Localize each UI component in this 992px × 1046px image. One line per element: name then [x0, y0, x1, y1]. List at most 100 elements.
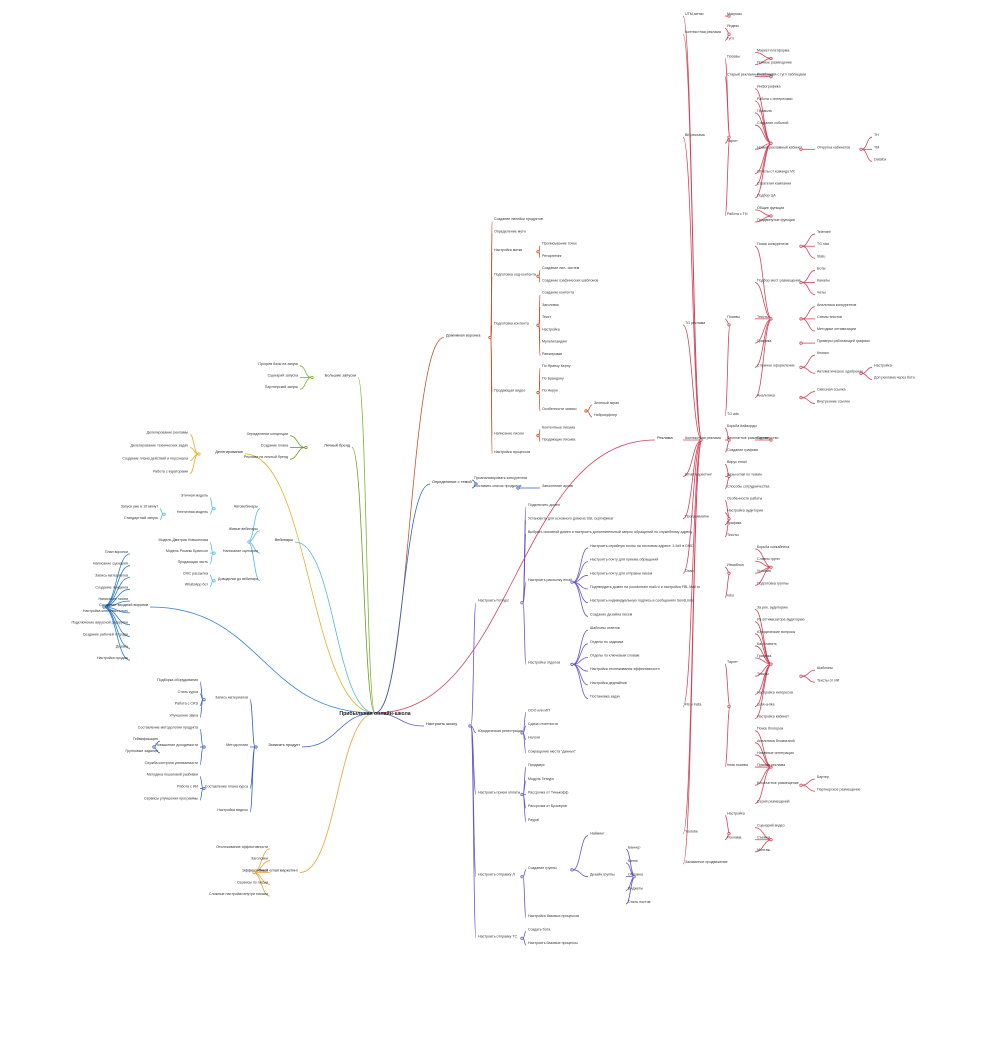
node-работа-с-кураторами-189[interactable]: Работа с кураторами	[153, 470, 188, 474]
node-мультиландинг-117[interactable]: Мультиландинг	[542, 340, 568, 344]
collapse-toggle[interactable]	[769, 214, 773, 218]
node-графика-65[interactable]: Графика	[727, 521, 741, 525]
node-прописывание-точек-107[interactable]: Прописывание точек	[542, 242, 577, 246]
node-юридические-вопросы-78[interactable]: Юридические вопросы	[757, 630, 796, 634]
node-служба-контроля-успеваемости-226[interactable]: Служба контроля успеваемости	[145, 761, 198, 765]
node-меню-169[interactable]: Меню	[628, 859, 638, 863]
node-написание-писем-126[interactable]: Написание писем	[494, 432, 524, 436]
collapse-toggle[interactable]	[632, 875, 636, 879]
node-подключение-вирусной-раскрут-211[interactable]: Подключение вирусной раскрутки	[71, 621, 128, 625]
node-базы-email-по-темам-60[interactable]: Базы email по темам	[727, 472, 762, 476]
collapse-toggle[interactable]	[799, 341, 803, 345]
node-продамус-159[interactable]: Продамус	[528, 763, 545, 767]
node-программатик-62[interactable]: Программатик	[685, 515, 709, 519]
node-создание-плана-183[interactable]: Создание плана	[261, 444, 288, 448]
node-серия-размещений-95[interactable]: Серия размещений	[757, 799, 790, 803]
collapse-toggle[interactable]	[799, 396, 803, 400]
node-контентные-письма-127[interactable]: Контентные письма	[542, 425, 575, 429]
node-реклама-0[interactable]: Реклама	[657, 435, 673, 440]
node-стиль-постов-172[interactable]: Стиль постов	[628, 900, 651, 904]
node-прогрев-базы-на-запуск-178[interactable]: Прогрев базы на запуск	[258, 362, 298, 366]
node-схемы-текстов-40[interactable]: Схемы текстов	[817, 315, 842, 319]
node-продающая-видео-119[interactable]: Продающая видео	[494, 389, 525, 393]
node-стратегия-кампании-23[interactable]: Стратегия кампании	[757, 182, 791, 186]
node-съемка-100[interactable]: Съемка	[757, 836, 770, 840]
node-работа-с-crs-219[interactable]: Работа с CRS	[175, 702, 199, 706]
node-подготовка-оод-контента-109[interactable]: Подготовка оод-контента	[494, 272, 536, 276]
collapse-toggle[interactable]	[516, 486, 520, 490]
node-определение-с-темой-130[interactable]: Определение с темой	[432, 479, 472, 484]
node-текст-115[interactable]: Текст	[542, 315, 551, 319]
node-партнерское-размещение-94[interactable]: Партнерское размещение	[817, 787, 861, 791]
node-создание-рабочей-тетради-212[interactable]: Создание рабочей тетради	[83, 633, 128, 637]
node-найминг-166[interactable]: Найминг	[590, 832, 605, 836]
collapse-toggle[interactable]	[474, 482, 478, 486]
node-текст-235[interactable]: Текст	[259, 869, 268, 873]
node-бесплатное-размещение-92[interactable]: Бесплатное размещение	[757, 781, 799, 785]
collapse-toggle[interactable]	[727, 14, 731, 18]
node-как-платить-79[interactable]: Как платить	[757, 642, 777, 646]
collapse-toggle[interactable]	[536, 250, 540, 254]
node-ранжировки-118[interactable]: Ранжировки	[542, 352, 562, 356]
node-настройка-ключевых-точек-210[interactable]: Настройка ключевых точек	[83, 609, 129, 613]
node-отделы-по-ключевым-словам-149[interactable]: Отделы по ключевым словам	[590, 654, 640, 658]
node-эффективный-email-маркетинг-232[interactable]: Эффективный email маркетинг	[242, 868, 299, 873]
node-тн-19[interactable]: ТН	[874, 133, 879, 137]
node-макросы-2[interactable]: Макросы	[727, 12, 742, 16]
node-создание-дизайна-писем-145[interactable]: Создание дизайна писем	[590, 612, 633, 616]
node-нативные-интеграции-90[interactable]: Нативные интеграции	[757, 751, 794, 755]
node-сложное-оформление-44[interactable]: Сложное оформление	[757, 363, 795, 367]
collapse-toggle[interactable]	[799, 244, 803, 248]
node-таргет-12[interactable]: Таргет	[727, 139, 738, 143]
node-подбор-ца-24[interactable]: Подбор ЦА	[757, 194, 776, 198]
node-настройка-базовых-процессов-173[interactable]: Настройка базовых процессов	[528, 914, 579, 918]
node-работа-с-интересами-14[interactable]: Работа с интересами	[757, 97, 793, 101]
collapse-toggle[interactable]	[699, 438, 703, 442]
node-составление-методологии-прод-222[interactable]: Составление методологии продукта	[138, 725, 198, 729]
node-бесплатное-размещение-55[interactable]: Бесплатное размещение	[727, 436, 769, 440]
collapse-toggle[interactable]	[247, 540, 251, 544]
node-смс-рассылка-202[interactable]: СМС рассылка	[183, 571, 208, 575]
node-настройка-кабинет-86[interactable]: Настройка кабинет	[757, 715, 789, 719]
node-statu-33[interactable]: Statu	[817, 254, 825, 258]
node-обложка-170[interactable]: Обложка	[628, 873, 643, 877]
node-paypal-163[interactable]: Paypal	[528, 818, 539, 822]
node-яндекс-4[interactable]: Яндекс	[727, 24, 739, 28]
node-личный-бренд-181[interactable]: Личный бренд	[324, 443, 351, 448]
collapse-toggle[interactable]	[769, 438, 773, 442]
collapse-toggle[interactable]	[488, 335, 492, 340]
node-создать-бота-175[interactable]: Создать бота	[528, 927, 550, 931]
collapse-toggle[interactable]	[202, 745, 206, 749]
node-подготовка-группы-72[interactable]: Подготовка группы	[757, 581, 789, 585]
node-tg-stat-32[interactable]: TG stat	[817, 242, 829, 246]
node-дизайн-213[interactable]: Дизайн	[116, 644, 128, 648]
node-заголовок-114[interactable]: Заголовок	[542, 303, 559, 307]
node-настроить-школу-134[interactable]: Настроить школу	[426, 721, 457, 726]
node-аналитика-конкурентов-39[interactable]: Аналитика конкурентов	[817, 303, 856, 307]
node-настроить-отправку-тс-174[interactable]: Настроить отправку ТС	[478, 934, 518, 938]
node-делегирование-технических-за-187[interactable]: Делегирование технических задач	[131, 444, 189, 448]
collapse-toggle[interactable]	[769, 765, 773, 769]
node-запуск-уже-в-15-минут-194[interactable]: Запуск уже в 15 минут	[121, 505, 159, 509]
collapse-toggle[interactable]	[769, 141, 773, 145]
node-зеленый-экран-124[interactable]: Зеленый экран	[594, 401, 619, 405]
node-общие-функции-26[interactable]: Общие функции	[757, 206, 784, 210]
collapse-toggle[interactable]	[152, 745, 156, 749]
node-написание-сценария-206[interactable]: Написание сценария	[93, 562, 128, 566]
node-создание-графики-57[interactable]: Создание графики	[727, 448, 758, 452]
node-внутренние-ссылки-51[interactable]: Внутренние ссылки	[817, 400, 850, 404]
node-рассрочка-от-брокеров-162[interactable]: Рассрочка от Брокеров	[528, 804, 567, 808]
node-сокращение-места-данных-157[interactable]: Сокращение места "данных"	[528, 749, 577, 753]
node-новый-рекламный-кабинет-17[interactable]: Новый рекламный кабинет	[757, 145, 802, 149]
node-продающие-письма-128[interactable]: Продающие письма	[542, 438, 575, 442]
collapse-toggle[interactable]	[769, 565, 773, 569]
node-по-брандону-121[interactable]: По Брандону	[542, 376, 564, 380]
node-из-оптимизатора-аудиторию-77[interactable]: Из оптимизатора аудиторию	[757, 618, 805, 622]
collapse-toggle[interactable]	[212, 579, 216, 583]
collapse-toggle[interactable]	[769, 75, 773, 79]
node-условия-71[interactable]: Условия	[757, 569, 771, 573]
node-сквозная-ссылка-50[interactable]: Сквозная ссылка	[817, 388, 846, 392]
collapse-toggle[interactable]	[212, 507, 216, 511]
collapse-toggle[interactable]	[727, 704, 731, 709]
